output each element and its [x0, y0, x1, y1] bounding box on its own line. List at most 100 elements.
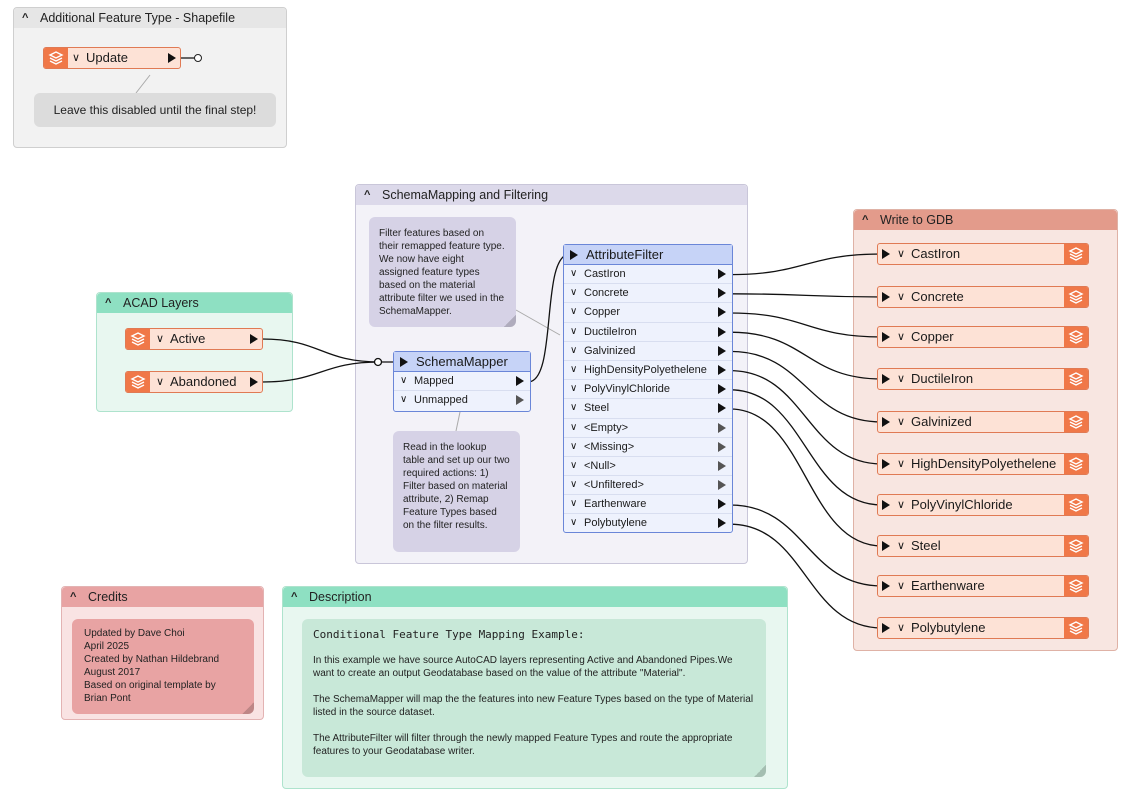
output-port-missing[interactable]: ∨<Missing>	[564, 438, 732, 457]
chevron-down-icon[interactable]: ∨	[400, 375, 408, 386]
chevron-down-icon[interactable]: ∨	[897, 248, 906, 260]
credits-note[interactable]: Updated by Dave Choi April 2025 Created …	[72, 619, 254, 714]
output-port-copper[interactable]: ∨Copper	[564, 303, 732, 323]
writer-feature-type-galvinized[interactable]: ∨ Galvinized	[877, 411, 1089, 433]
chevron-down-icon[interactable]: ∨	[570, 479, 578, 491]
input-port-icon[interactable]	[400, 357, 408, 367]
collapse-chevron-icon[interactable]	[105, 293, 111, 313]
attribute-filter-transformer[interactable]: AttributeFilter ∨CastIron ∨Concrete ∨Cop…	[563, 244, 733, 533]
output-port-icon[interactable]	[718, 364, 726, 375]
chevron-down-icon[interactable]: ∨	[897, 331, 906, 343]
writer-feature-type-pvc[interactable]: ∨ PolyVinylChloride	[877, 494, 1089, 516]
bookmark-description-header[interactable]: Description	[283, 587, 787, 607]
output-port-icon[interactable]	[718, 384, 726, 395]
output-port-mapped[interactable]: ∨ Mapped	[394, 372, 530, 392]
transformer-header[interactable]: SchemaMapper	[394, 352, 530, 372]
chevron-down-icon[interactable]: ∨	[897, 373, 906, 385]
description-note[interactable]: Conditional Feature Type Mapping Example…	[302, 619, 766, 777]
input-port-icon[interactable]	[882, 541, 890, 551]
filter-note[interactable]: Filter features based on their remapped …	[369, 217, 516, 327]
input-port-icon[interactable]	[570, 250, 578, 260]
chevron-down-icon[interactable]: ∨	[570, 517, 578, 529]
output-port-steel[interactable]: ∨Steel	[564, 399, 732, 419]
collapse-chevron-icon[interactable]	[291, 587, 297, 607]
writer-feature-type-castiron[interactable]: ∨ CastIron	[877, 243, 1089, 265]
collapse-chevron-icon[interactable]	[364, 185, 370, 205]
output-port-icon[interactable]	[516, 376, 524, 386]
collapse-chevron-icon[interactable]	[22, 8, 28, 28]
output-port-unfiltered[interactable]: ∨<Unfiltered>	[564, 476, 732, 496]
bookmark-shapefile-header[interactable]: Additional Feature Type - Shapefile	[14, 8, 286, 28]
chevron-down-icon[interactable]: ∨	[897, 499, 906, 511]
output-port-null[interactable]: ∨<Null>	[564, 457, 732, 477]
output-port-pvc[interactable]: ∨PolyVinylChloride	[564, 380, 732, 400]
output-port-empty[interactable]: ∨<Empty>	[564, 419, 732, 438]
chevron-down-icon[interactable]: ∨	[897, 458, 906, 470]
transformer-header[interactable]: AttributeFilter	[564, 245, 732, 265]
input-port-icon[interactable]	[882, 581, 890, 591]
output-port-unmapped[interactable]: ∨ Unmapped	[394, 391, 530, 410]
reader-feature-type-abandoned[interactable]: ∨ Abandoned	[125, 371, 263, 393]
chevron-down-icon[interactable]: ∨	[570, 306, 578, 318]
chevron-down-icon[interactable]: ∨	[570, 498, 578, 510]
output-port-ductileiron[interactable]: ∨DuctileIron	[564, 323, 732, 342]
chevron-down-icon[interactable]: ∨	[570, 344, 578, 356]
chevron-down-icon[interactable]: ∨	[570, 383, 578, 395]
writer-feature-type-hdpe[interactable]: ∨ HighDensityPolyethelene	[877, 453, 1089, 475]
input-port-icon[interactable]	[882, 459, 890, 469]
chevron-down-icon[interactable]: ∨	[570, 268, 578, 279]
collapse-chevron-icon[interactable]	[70, 587, 76, 607]
output-port-concrete[interactable]: ∨Concrete	[564, 284, 732, 304]
writer-feature-type-ductileiron[interactable]: ∨ DuctileIron	[877, 368, 1089, 390]
output-port-polybutylene[interactable]: ∨Polybutylene	[564, 514, 732, 533]
output-port-icon[interactable]	[250, 334, 258, 344]
output-port-hdpe[interactable]: ∨HighDensityPolyethelene	[564, 361, 732, 381]
bookmark-credits-header[interactable]: Credits	[62, 587, 263, 607]
chevron-down-icon[interactable]: ∨	[400, 394, 408, 406]
writer-feature-type-copper[interactable]: ∨ Copper	[877, 326, 1089, 348]
output-port-icon[interactable]	[718, 518, 726, 529]
collapse-chevron-icon[interactable]	[862, 210, 868, 230]
writer-feature-type-concrete[interactable]: ∨ Concrete	[877, 286, 1089, 308]
chevron-down-icon[interactable]: ∨	[897, 291, 906, 303]
writer-feature-type-polybutylene[interactable]: ∨ Polybutylene	[877, 617, 1089, 639]
schema-mapper-note[interactable]: Read in the lookup table and set up our …	[393, 431, 520, 552]
chevron-down-icon[interactable]: ∨	[897, 580, 906, 592]
feature-type-update-writer[interactable]: ∨ Update	[43, 47, 181, 69]
chevron-down-icon[interactable]: ∨	[570, 421, 578, 433]
writer-feature-type-earthenware[interactable]: ∨ Earthenware	[877, 575, 1089, 597]
chevron-down-icon[interactable]: ∨	[897, 540, 906, 552]
output-port-icon[interactable]	[168, 53, 176, 63]
output-port-icon[interactable]	[718, 307, 726, 318]
chevron-down-icon[interactable]: ∨	[156, 376, 165, 388]
bookmark-acad-layers[interactable]: ACAD Layers	[96, 292, 293, 412]
output-port-galvinized[interactable]: ∨Galvinized	[564, 342, 732, 361]
chevron-down-icon[interactable]: ∨	[570, 402, 578, 414]
output-port-icon[interactable]	[718, 345, 726, 356]
output-port-icon[interactable]	[718, 288, 726, 299]
disabled-note[interactable]: Leave this disabled until the final step…	[34, 93, 276, 127]
schema-mapper-transformer[interactable]: SchemaMapper ∨ Mapped ∨ Unmapped	[393, 351, 531, 412]
input-port-icon[interactable]	[882, 417, 890, 427]
unconnected-output-port-icon[interactable]	[718, 422, 726, 433]
unconnected-output-port-icon[interactable]	[718, 460, 726, 471]
chevron-down-icon[interactable]: ∨	[570, 325, 578, 337]
bookmark-gdb-header[interactable]: Write to GDB	[854, 210, 1117, 230]
chevron-down-icon[interactable]: ∨	[72, 52, 81, 64]
chevron-down-icon[interactable]: ∨	[570, 363, 578, 375]
unconnected-output-port-icon[interactable]	[718, 480, 726, 491]
input-port-icon[interactable]	[882, 500, 890, 510]
bookmark-acad-header[interactable]: ACAD Layers	[97, 293, 292, 313]
chevron-down-icon[interactable]: ∨	[570, 440, 578, 452]
chevron-down-icon[interactable]: ∨	[897, 622, 906, 634]
output-port-icon[interactable]	[718, 403, 726, 414]
writer-feature-type-steel[interactable]: ∨ Steel	[877, 535, 1089, 557]
output-port-icon[interactable]	[250, 377, 258, 387]
input-port-icon[interactable]	[882, 332, 890, 342]
unconnected-output-port-icon[interactable]	[516, 395, 524, 406]
chevron-down-icon[interactable]: ∨	[156, 333, 165, 345]
output-port-icon[interactable]	[718, 326, 726, 337]
input-port-icon[interactable]	[882, 374, 890, 384]
reader-feature-type-active[interactable]: ∨ Active	[125, 328, 263, 350]
chevron-down-icon[interactable]: ∨	[570, 287, 578, 299]
